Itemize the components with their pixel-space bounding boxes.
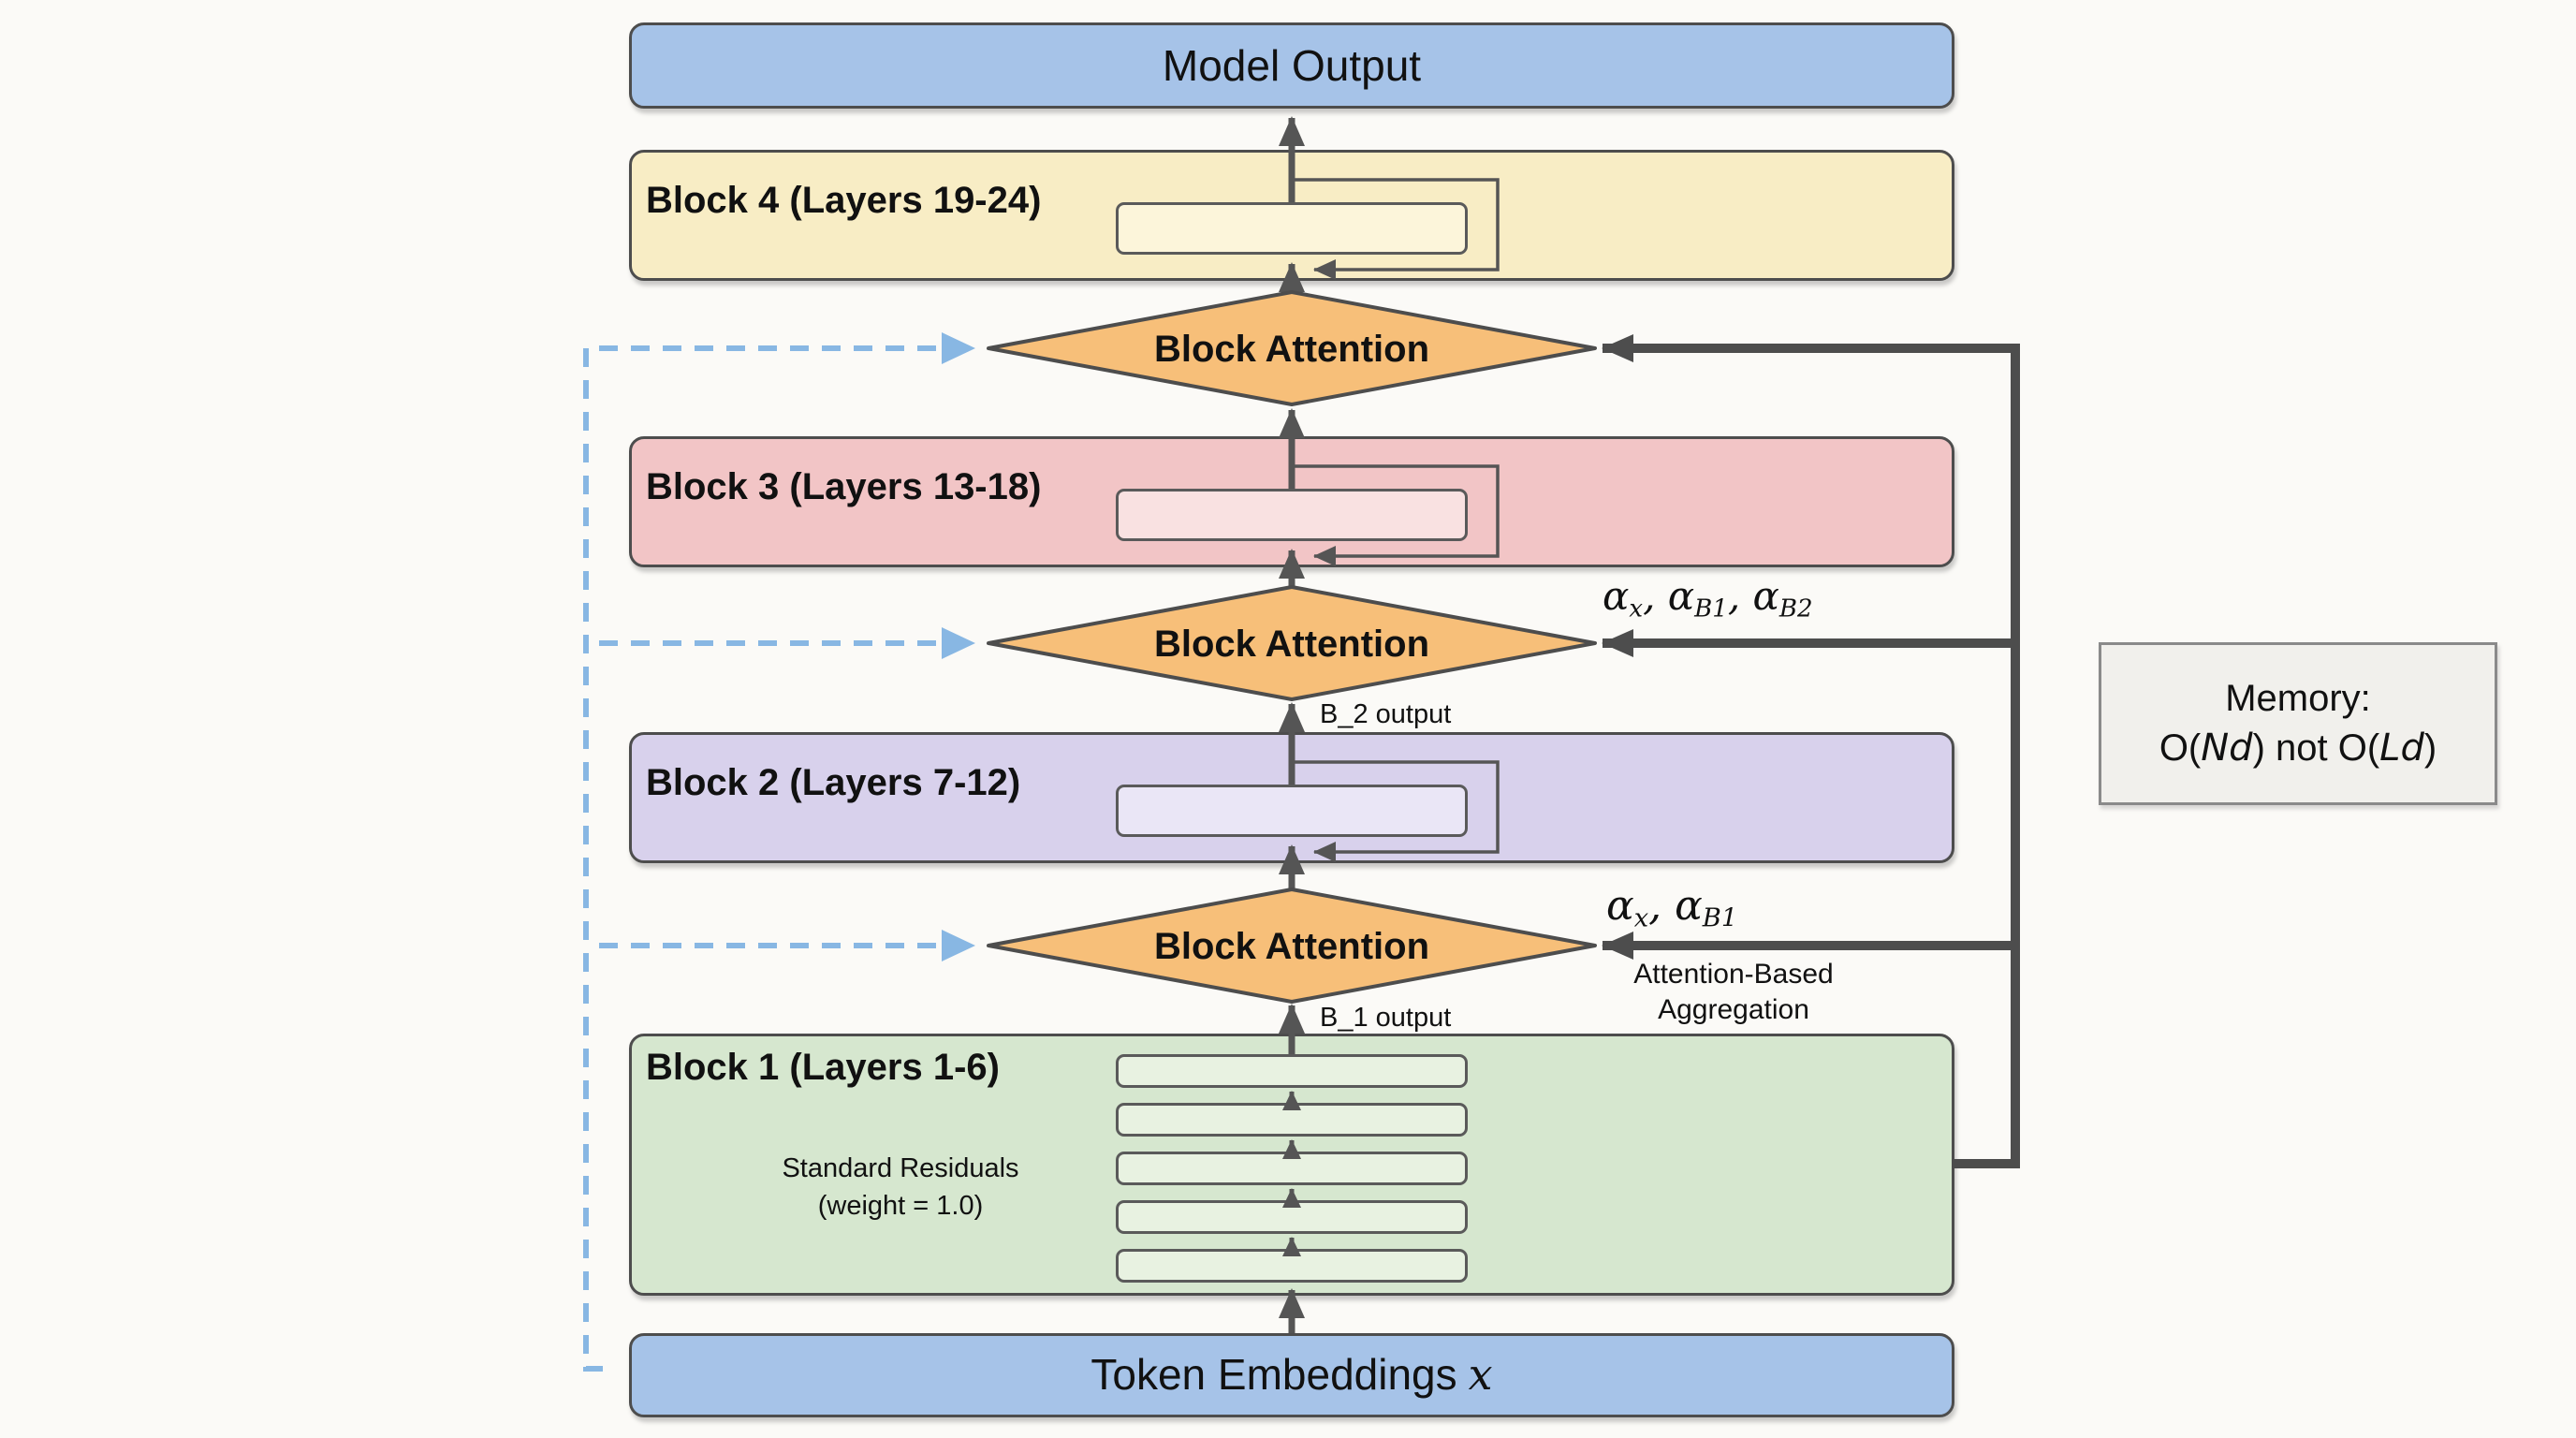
attention-mid-weights-label: αx, αB1, αB2 [1603,573,1813,624]
attention-bottom-label: Block Attention [1153,926,1430,967]
token-embeddings-box [629,1333,1954,1417]
block1-layer-box-2 [1116,1103,1468,1137]
block1-label: Block 1 (Layers 1-6) [646,1047,1000,1088]
b2-output-label: B_2 output [1320,699,1452,729]
block1-layer-box-5 [1116,1249,1468,1283]
memory-note-box: Memory: O(Nd) not O(Ld) [2099,642,2497,805]
aggregation-note-line1: Attention-Based [1633,959,1834,990]
block2-layer-box [1116,785,1468,837]
model-output-label: Model Output [1162,41,1422,90]
b1-output-label: B_1 output [1320,1003,1452,1033]
standard-residuals-note: Standard Residuals (weight = 1.0) [730,1150,1071,1225]
model-output-box [629,22,1954,109]
memory-note-line1: Memory: [2225,678,2371,719]
aggregation-note-line2: Aggregation [1658,994,1809,1025]
aggregation-note: Attention-Based Aggregation [1584,957,1883,1028]
block1-layer-box-4 [1116,1200,1468,1234]
standard-residuals-line1: Standard Residuals [782,1153,1019,1183]
attention-top-label: Block Attention [1153,329,1430,370]
block4-layer-box [1116,202,1468,255]
memory-note-line2: O(Nd) not O(Ld) [2159,726,2437,770]
block3-layer-box [1116,489,1468,541]
attention-bottom-weights-label: αx, αB1 [1606,882,1738,933]
token-broadcast-dashed-spine [583,348,614,1372]
standard-residuals-line2: (weight = 1.0) [817,1191,984,1221]
attention-mid-label: Block Attention [1153,624,1430,665]
block1-layer-box-3 [1116,1152,1468,1185]
block2-label: Block 2 (Layers 7-12) [646,762,1021,803]
block1-layer-box-1 [1116,1054,1468,1088]
block3-label: Block 3 (Layers 13-18) [646,466,1042,507]
block4-label: Block 4 (Layers 19-24) [646,180,1042,221]
